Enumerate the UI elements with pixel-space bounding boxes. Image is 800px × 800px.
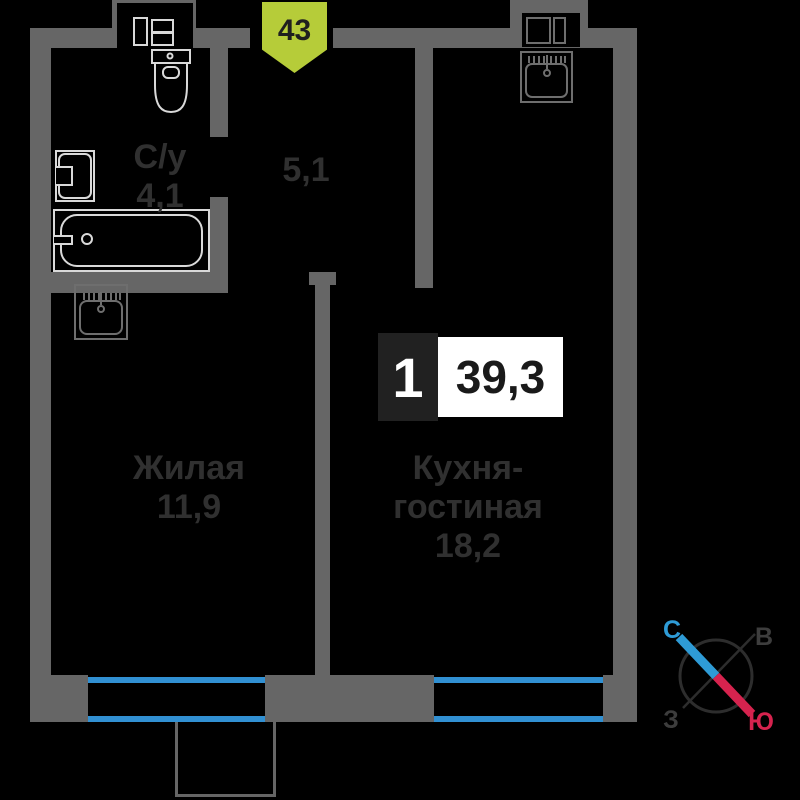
washbasin-icon <box>55 150 95 202</box>
area-summary-badge: 1 39,3 <box>378 333 563 421</box>
compass-south-label: Ю <box>748 708 774 736</box>
kitchen-sink-icon <box>520 51 573 103</box>
stove-icon <box>522 13 580 47</box>
wall-bottom-middle <box>265 675 434 722</box>
wall-bathroom-right-upper <box>210 48 228 137</box>
wall-left <box>30 28 51 722</box>
compass-icon: С В З Ю <box>663 616 774 736</box>
wall-bottom-left-corner <box>30 675 88 722</box>
wall-hall-kitchen <box>415 48 433 288</box>
balcony-outline <box>175 722 276 797</box>
bathroom-name: С/у <box>133 138 187 176</box>
wall-bathroom-right-lower <box>210 197 228 293</box>
rooms-count-box: 1 <box>378 333 438 421</box>
bathroom-area: 4,1 <box>136 177 184 215</box>
living-name: Жилая <box>133 449 245 487</box>
room-label-kitchen-living: Кухня-гостиная 18,2 <box>388 449 548 566</box>
wall-central <box>315 272 330 675</box>
wall-bathroom-bottom <box>51 272 228 293</box>
living-area: 11,9 <box>156 488 222 526</box>
compass-north-label: С <box>663 616 681 644</box>
apartment-number: 43 <box>277 14 312 47</box>
wall-right <box>613 28 637 722</box>
wall-top-right <box>333 28 637 48</box>
washing-machine-icon <box>117 3 193 50</box>
compass-east-label: В <box>755 623 773 651</box>
kitchen-living-name: Кухня-гостиная <box>393 449 543 526</box>
apartment-number-badge: 43 <box>262 2 327 73</box>
total-area-box: 39,3 <box>438 337 563 417</box>
room-label-living: Жилая 11,9 <box>89 449 289 527</box>
room-label-hallway: 5,1 <box>256 151 356 190</box>
laundry-sink-icon <box>74 284 128 340</box>
room-label-bathroom: С/у 4,1 <box>85 138 235 216</box>
hallway-area: 5,1 <box>282 151 330 189</box>
bathtub-icon <box>53 209 210 272</box>
kitchen-living-area: 18,2 <box>434 527 502 565</box>
compass-west-label: З <box>663 706 679 734</box>
toilet-icon <box>151 49 191 114</box>
rooms-count: 1 <box>392 345 424 409</box>
total-area: 39,3 <box>455 351 546 403</box>
wall-bottom-right-corner <box>603 675 637 722</box>
